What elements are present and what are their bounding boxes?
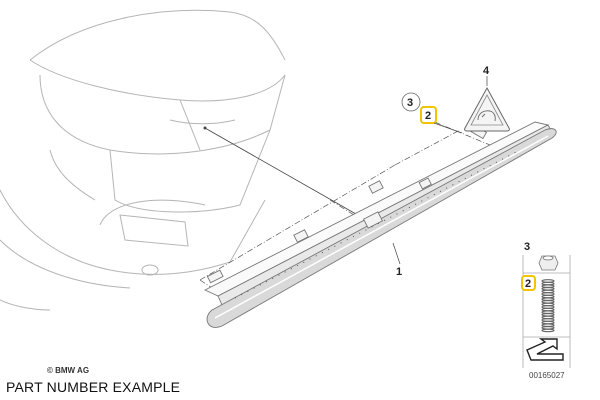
callout-2-leader bbox=[433, 122, 463, 134]
third-brake-light-icon bbox=[203, 121, 557, 328]
detail-callout-2-highlight bbox=[521, 275, 536, 291]
spring-coil bbox=[541, 328, 555, 333]
detail-panel bbox=[522, 255, 571, 368]
callout-1: 1 bbox=[396, 266, 402, 278]
callout-2-highlight bbox=[420, 106, 437, 124]
callout-1-leader bbox=[392, 242, 401, 265]
warning-triangle-label-icon bbox=[464, 86, 510, 132]
detail-callout-3: 3 bbox=[524, 241, 530, 253]
mounting-lines bbox=[199, 117, 491, 291]
leader-line bbox=[204, 127, 371, 223]
copyright: © BMW AG bbox=[47, 366, 90, 375]
drawing-number: 00165027 bbox=[529, 371, 565, 380]
orientation-arrow-icon bbox=[526, 338, 564, 361]
callout-3: 3 bbox=[407, 97, 413, 109]
car-rear-outline-icon bbox=[0, 9, 286, 311]
callout-4: 4 bbox=[483, 65, 490, 77]
detail-callout-2: 2 bbox=[525, 278, 531, 290]
caption: PART NUMBER EXAMPLE bbox=[6, 379, 181, 395]
leader-dot bbox=[203, 126, 207, 130]
callout-2: 2 bbox=[425, 110, 431, 122]
nut-icon bbox=[538, 255, 559, 271]
spring-icon bbox=[541, 279, 555, 333]
callout-3-circle bbox=[401, 92, 421, 112]
